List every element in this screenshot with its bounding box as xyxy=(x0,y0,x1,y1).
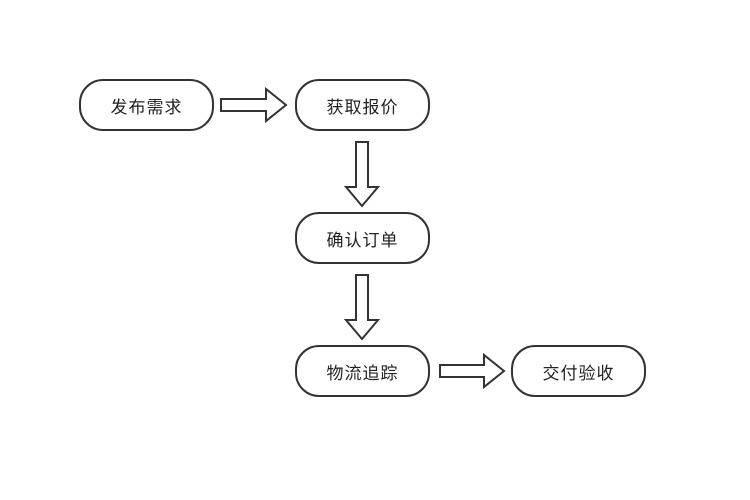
node-label: 确认订单 xyxy=(326,230,399,251)
arrow-quote-to-confirm xyxy=(343,141,381,208)
arrow-publish-to-quote xyxy=(220,86,288,124)
arrow-track-to-deliver xyxy=(439,352,506,390)
node-confirm-order: 确认订单 xyxy=(295,212,430,264)
node-get-quote: 获取报价 xyxy=(295,79,430,131)
node-label: 获取报价 xyxy=(326,97,399,118)
node-label: 发布需求 xyxy=(110,97,183,118)
node-label: 交付验收 xyxy=(542,363,615,384)
node-label: 物流追踪 xyxy=(326,363,399,384)
node-publish-requirement: 发布需求 xyxy=(79,79,214,131)
arrow-confirm-to-track xyxy=(343,274,381,341)
node-delivery-acceptance: 交付验收 xyxy=(511,345,646,397)
node-logistics-tracking: 物流追踪 xyxy=(295,345,430,397)
